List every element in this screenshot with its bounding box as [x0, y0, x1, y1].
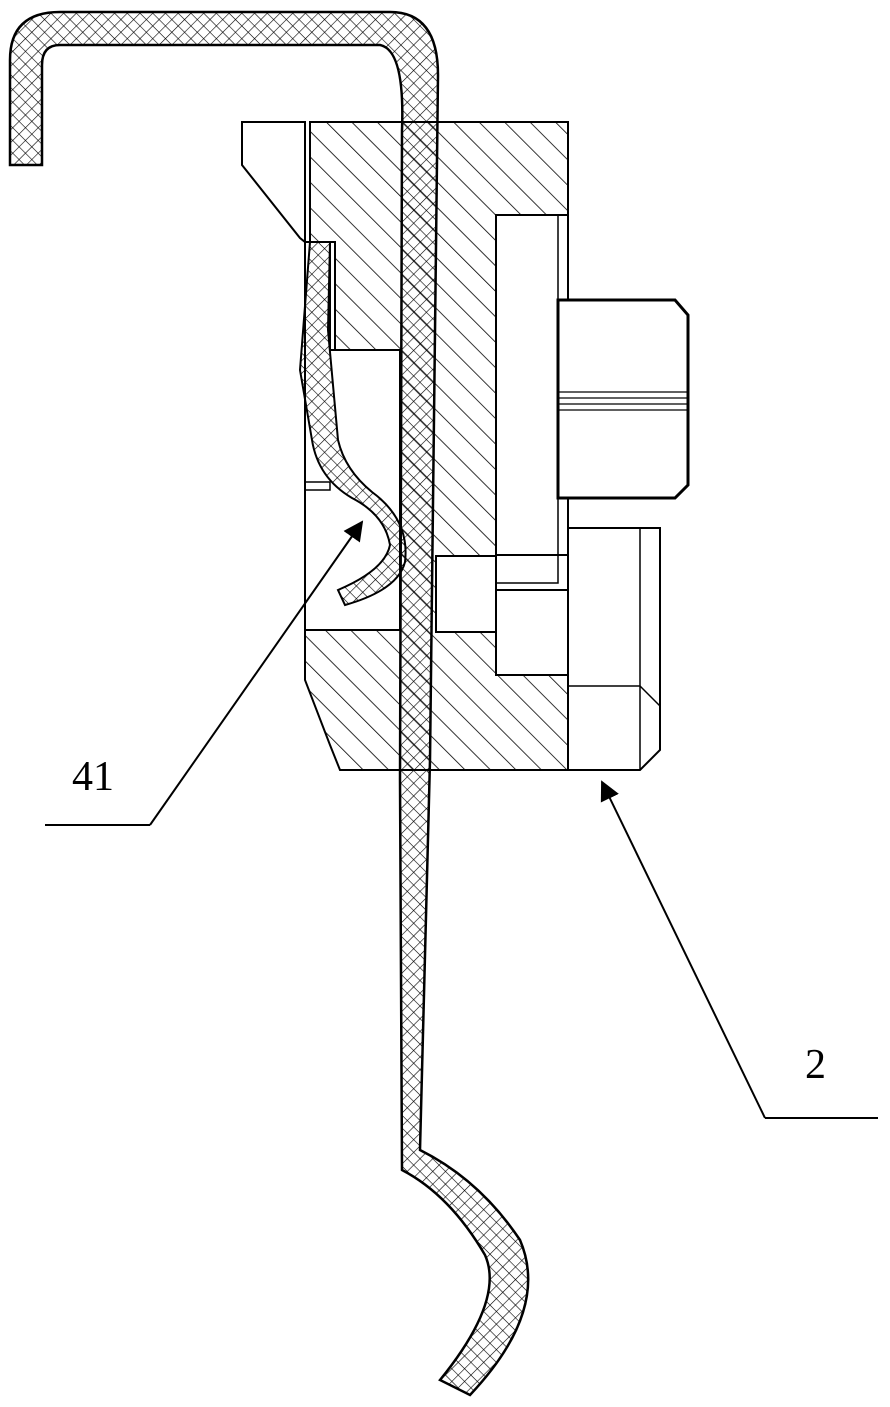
- callout-2: 2: [600, 780, 878, 1119]
- crosshatched-strip: [8, 10, 530, 1397]
- callout-2-label: 2: [805, 1042, 826, 1088]
- fastener-assembly: [435, 214, 690, 771]
- callout-41: 41: [45, 520, 364, 826]
- spring-clip: [298, 241, 407, 607]
- callout-41-label: 41: [72, 754, 114, 800]
